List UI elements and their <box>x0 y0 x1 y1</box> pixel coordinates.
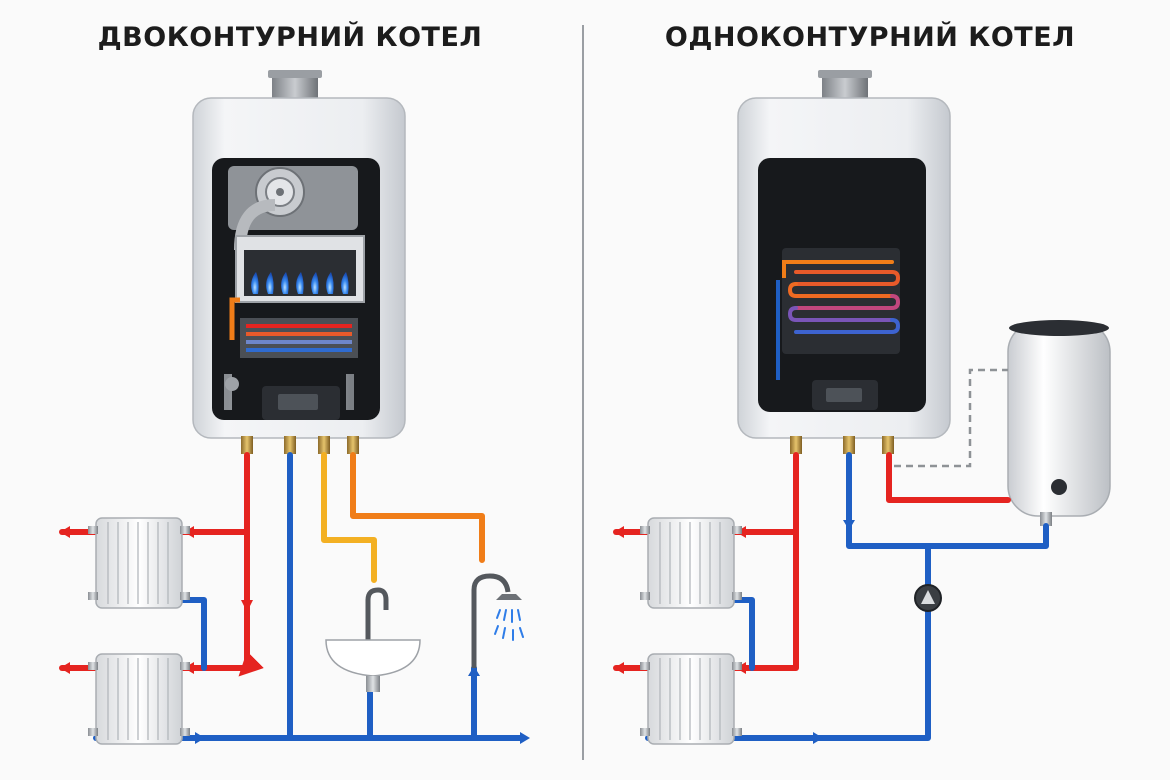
sink-icon <box>325 587 421 692</box>
radiator-icon <box>87 653 191 745</box>
pump-icon <box>914 584 942 612</box>
title-combi-boiler: ДВОКОНТУРНИЙ КОТЕЛ <box>97 22 483 53</box>
water-heater-icon <box>1007 320 1111 526</box>
combi-boiler-icon <box>192 70 406 454</box>
radiator-icon <box>87 517 191 609</box>
radiator-icon <box>639 517 743 609</box>
single-boiler-icon <box>737 70 951 454</box>
shower-icon <box>471 573 524 668</box>
radiator-icon <box>639 653 743 745</box>
title-single-boiler: ОДНОКОНТУРНИЙ КОТЕЛ <box>664 22 1076 53</box>
